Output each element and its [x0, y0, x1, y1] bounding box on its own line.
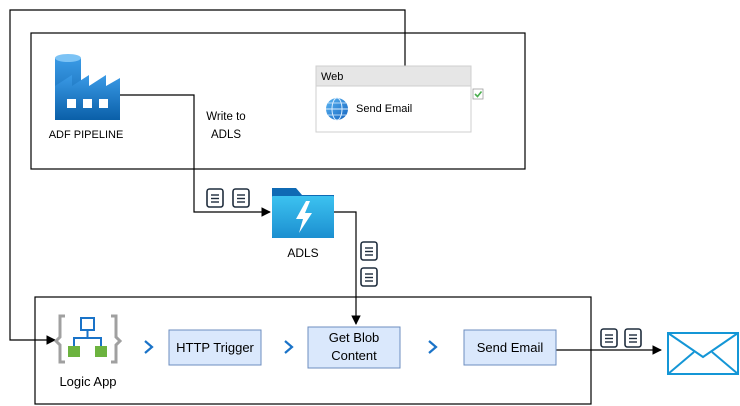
edge-label-adls: ADLS	[211, 129, 241, 141]
adf-pipeline-label: ADF PIPELINE	[49, 129, 124, 141]
logic-app-icon[interactable]	[53, 314, 123, 364]
step-label: Send Email	[477, 340, 544, 355]
chevron-right-icon	[428, 340, 438, 354]
document-icon	[206, 188, 224, 208]
chevron-right-icon	[144, 340, 154, 354]
edge-label-write: Write to	[206, 111, 245, 123]
adf-pipeline-container	[30, 32, 526, 170]
document-icon	[624, 328, 642, 348]
web-activity-card[interactable]: Web Send Email	[315, 65, 472, 133]
step-label: HTTP Trigger	[176, 340, 254, 355]
logic-app-label: Logic App	[59, 374, 116, 389]
adf-factory-icon	[55, 54, 120, 120]
document-icon	[360, 267, 378, 287]
web-activity-label: Send Email	[356, 103, 412, 115]
step-http-trigger[interactable]: HTTP Trigger	[168, 329, 262, 366]
success-check-icon	[472, 88, 484, 100]
step-get-blob-content[interactable]: Get Blob Content	[307, 326, 401, 369]
adls-label: ADLS	[287, 246, 318, 260]
adf-to-adls-connector	[118, 94, 271, 217]
step-label: Content	[331, 348, 377, 363]
web-to-logic-app-connector	[9, 9, 406, 345]
step-send-email[interactable]: Send Email	[463, 329, 557, 366]
envelope-icon	[667, 332, 739, 375]
globe-icon	[326, 97, 348, 121]
data-lake-folder-icon[interactable]	[272, 188, 334, 238]
adls-to-get-blob-connector	[334, 211, 361, 325]
document-icon	[600, 328, 618, 348]
web-activity-header: Web	[321, 71, 343, 83]
chevron-right-icon	[284, 340, 294, 354]
document-icon	[232, 188, 250, 208]
step-label: Get Blob	[329, 330, 380, 345]
document-icon	[360, 241, 378, 261]
